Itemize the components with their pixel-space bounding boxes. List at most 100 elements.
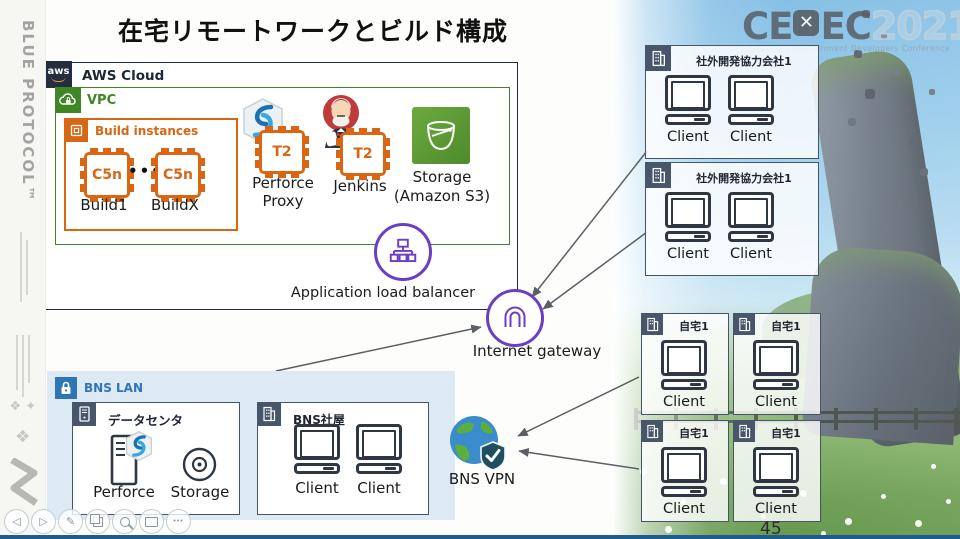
slide-overview-button[interactable] xyxy=(85,509,110,534)
bns-lan-label: BNS LAN xyxy=(84,381,143,395)
datacenter-title: データセンタ xyxy=(108,413,184,428)
display-settings-button[interactable] xyxy=(139,509,164,534)
building-icon xyxy=(733,420,755,442)
client-computer-icon xyxy=(753,447,799,497)
monitor-icon xyxy=(145,516,158,527)
client-computer-icon xyxy=(661,340,707,390)
aws-logo-icon: aws xyxy=(45,61,72,88)
pen-tool-button[interactable]: ✎ xyxy=(58,509,83,534)
t2-chip-perforce: T2 xyxy=(259,126,305,178)
client-computer-icon xyxy=(294,424,340,474)
perforce-proxy-label: Perforce Proxy xyxy=(243,174,323,210)
aws-smile-icon xyxy=(51,76,66,82)
vpc-label: VPC xyxy=(87,93,117,108)
sidebar-fine-print xyxy=(20,232,22,302)
perforce-helix-badge-icon xyxy=(124,430,154,462)
chip-type-label: C5n xyxy=(92,167,122,183)
client-label: Client xyxy=(667,129,709,145)
magnifier-icon xyxy=(119,516,130,527)
crest-emblem-icon: ❖ xyxy=(11,428,32,444)
igw-label: Internet gateway xyxy=(472,342,602,360)
client-label: Client xyxy=(755,394,797,410)
client-label: Client xyxy=(295,479,339,497)
client-computer-icon xyxy=(728,75,774,125)
zoom-button[interactable] xyxy=(112,509,137,534)
internet-gateway-icon xyxy=(486,289,544,347)
crest-icon: ✦ xyxy=(21,400,37,411)
aws-cloud-label: AWS Cloud xyxy=(82,68,165,84)
building-icon xyxy=(645,162,671,188)
cedec-logo: CE✕EC2021 Computer Entertainment Develop… xyxy=(742,3,960,53)
sidebar-fine-print xyxy=(26,240,28,295)
build-instances-chip-icon xyxy=(64,118,88,142)
client-label: Client xyxy=(357,479,401,497)
chip-type-label: T2 xyxy=(353,146,373,162)
next-slide-button[interactable]: ▷ xyxy=(31,509,56,534)
s3-label-line1: Storage xyxy=(412,168,472,186)
building-icon xyxy=(645,45,671,71)
video-progress-bar[interactable] xyxy=(0,535,960,539)
cedec-logo-subtitle: Computer Entertainment Developers Confer… xyxy=(742,44,951,53)
sidebar-fine-print xyxy=(28,335,30,383)
partner-company-title: 社外開発協力会社1 xyxy=(696,172,792,185)
crest-icon: ❖ xyxy=(6,399,22,412)
chip-type-label: C5n xyxy=(163,167,193,183)
sidebar-fine-print xyxy=(22,335,24,397)
buildx-label: BuildX xyxy=(151,196,199,214)
partner-company-title: 社外開発協力会社1 xyxy=(696,55,792,68)
home-title: 自宅1 xyxy=(679,427,709,440)
build-instances-label: Build instances xyxy=(95,124,199,138)
more-options-button[interactable]: ••• xyxy=(166,509,191,534)
storage-disc-icon xyxy=(181,446,218,483)
slides-icon xyxy=(89,513,103,527)
building-icon xyxy=(641,313,663,335)
home-title: 自宅1 xyxy=(771,427,801,440)
cedec-logo-prefix: CE xyxy=(742,4,793,48)
bns-vpn-label: BNS VPN xyxy=(448,470,516,488)
vpc-cloud-icon xyxy=(55,87,81,113)
c5n-chip-build1: C5n xyxy=(84,148,130,202)
client-label: Client xyxy=(730,246,772,262)
client-label: Client xyxy=(730,129,772,145)
perforce-proxy-label-line2: Proxy xyxy=(262,192,304,210)
building-icon xyxy=(641,420,663,442)
cedec-logo-x-icon: ✕ xyxy=(793,10,820,36)
building-icon xyxy=(733,313,755,335)
c5n-chip-buildx: C5n xyxy=(155,148,201,202)
signature-glyph xyxy=(6,458,40,510)
home-title: 自宅1 xyxy=(679,320,709,333)
slide-title: 在宅リモートワークとビルド構成 xyxy=(118,17,509,46)
s3-label: Storage (Amazon S3) xyxy=(382,168,502,206)
datacenter-perforce-label: Perforce xyxy=(93,483,155,501)
client-label: Client xyxy=(663,501,705,517)
sidebar-fine-print xyxy=(16,335,18,390)
client-computer-icon xyxy=(356,424,402,474)
presenter-toolbar: ◁ ▷ ✎ ••• xyxy=(4,509,191,534)
build1-label: Build1 xyxy=(80,196,128,214)
s3-label-line2: (Amazon S3) xyxy=(393,187,491,205)
datacenter-storage-label: Storage xyxy=(170,483,230,501)
client-label: Client xyxy=(663,394,705,410)
home-title: 自宅1 xyxy=(771,320,801,333)
client-computer-icon xyxy=(665,192,711,242)
page-number: 45 xyxy=(760,519,782,539)
client-computer-icon xyxy=(661,447,707,497)
perforce-proxy-label-line1: Perforce xyxy=(252,174,314,192)
sidebar: BLUE PROTOCOL™ ❖ ✦ ❖ xyxy=(0,0,46,539)
s3-bucket-icon xyxy=(412,107,470,164)
client-computer-icon xyxy=(665,75,711,125)
bns-lan-lock-icon xyxy=(55,377,77,399)
t2-chip-jenkins: T2 xyxy=(340,128,386,180)
client-computer-icon xyxy=(728,192,774,242)
client-computer-icon xyxy=(753,340,799,390)
bns-vpn-globe-icon xyxy=(447,413,509,473)
bns-office-title: BNS社屋 xyxy=(293,413,345,427)
previous-slide-button[interactable]: ◁ xyxy=(4,509,29,534)
application-load-balancer-icon xyxy=(374,223,432,281)
client-label: Client xyxy=(755,501,797,517)
cedec-logo-suffix: EC xyxy=(820,4,871,48)
cedec-logo-year: 2021 xyxy=(870,3,960,49)
alb-label: Application load balancer xyxy=(290,285,476,301)
client-label: Client xyxy=(667,246,709,262)
